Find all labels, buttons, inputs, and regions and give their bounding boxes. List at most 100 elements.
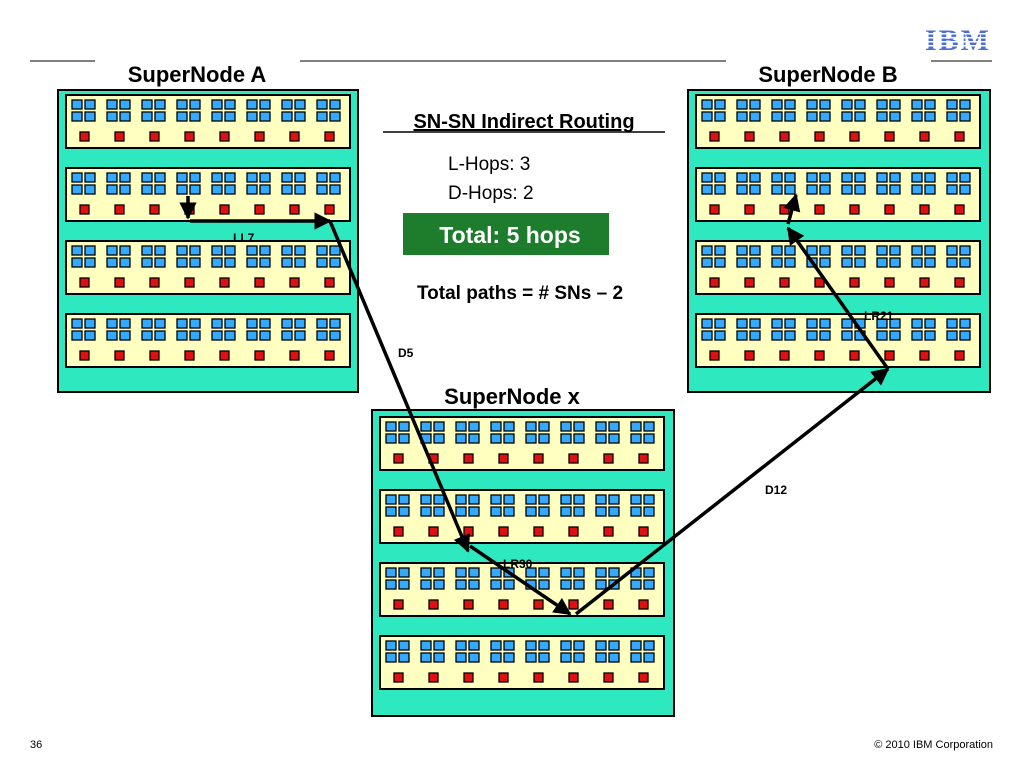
chip-port — [246, 330, 258, 341]
chip-port — [876, 245, 888, 256]
chip-port — [281, 99, 293, 110]
router-port — [393, 453, 404, 464]
link-labels: LL7 D5 LR30 D12 LR21 — [233, 231, 894, 571]
chip-port — [841, 184, 853, 195]
chip-port — [224, 184, 236, 195]
chip — [595, 640, 620, 683]
chip-port — [329, 330, 341, 341]
router-port — [254, 350, 265, 361]
chip-port — [784, 172, 796, 183]
supernode-x-drawers — [379, 416, 665, 690]
router-port — [779, 350, 790, 361]
chip-port — [560, 567, 572, 578]
chip-port — [455, 506, 467, 517]
chip-port — [71, 318, 83, 329]
chip-port — [819, 330, 831, 341]
chip — [176, 245, 201, 288]
chip-port — [211, 111, 223, 122]
chip-port — [806, 318, 818, 329]
router-port — [219, 277, 230, 288]
chip-port — [176, 245, 188, 256]
chip-port — [490, 652, 502, 663]
total-hops-badge — [403, 213, 609, 255]
chip-port — [106, 99, 118, 110]
chip-port — [630, 433, 642, 444]
router-port — [884, 204, 895, 215]
chip-port — [490, 579, 502, 590]
chip-port — [224, 245, 236, 256]
chip-port — [714, 245, 726, 256]
chip — [141, 318, 166, 361]
chip — [771, 99, 796, 142]
router-port — [79, 204, 90, 215]
chip-port — [246, 245, 258, 256]
chip — [876, 172, 901, 215]
router-port — [919, 204, 930, 215]
chip-port — [385, 567, 397, 578]
chip — [141, 99, 166, 142]
chip-port — [946, 172, 958, 183]
chip-port — [106, 257, 118, 268]
chip-port — [106, 318, 118, 329]
router-port — [954, 131, 965, 142]
router-port — [79, 277, 90, 288]
chip-port — [525, 494, 537, 505]
router-port — [919, 131, 930, 142]
router-port — [744, 204, 755, 215]
chip — [946, 172, 971, 215]
chip-port — [141, 245, 153, 256]
chip-port — [141, 184, 153, 195]
chip-port — [385, 640, 397, 651]
chip-port — [433, 640, 445, 651]
router-port — [463, 526, 474, 537]
router-port — [779, 277, 790, 288]
chip-port — [573, 640, 585, 651]
chip-port — [701, 184, 713, 195]
chip — [876, 99, 901, 142]
chip-port — [924, 330, 936, 341]
chip — [281, 172, 306, 215]
chip — [455, 421, 480, 464]
chip-port — [154, 245, 166, 256]
chip-port — [630, 652, 642, 663]
chip — [946, 245, 971, 288]
chip-port — [398, 567, 410, 578]
chip-port — [154, 257, 166, 268]
chip-port — [538, 567, 550, 578]
chip — [385, 640, 410, 683]
router-port — [254, 204, 265, 215]
chip-port — [806, 330, 818, 341]
chip-port — [749, 184, 761, 195]
chip-port — [701, 245, 713, 256]
chip-port — [294, 184, 306, 195]
chip-port — [433, 567, 445, 578]
chip-port — [911, 257, 923, 268]
chip-port — [608, 494, 620, 505]
chip-port — [771, 245, 783, 256]
router-port — [603, 453, 614, 464]
chip — [385, 421, 410, 464]
chip-port — [819, 99, 831, 110]
router-port — [954, 350, 965, 361]
chip-port — [316, 318, 328, 329]
chip-port — [560, 652, 572, 663]
router-port — [884, 350, 895, 361]
chip — [246, 99, 271, 142]
supernode-b-title: SuperNode B — [758, 62, 897, 87]
drawer — [695, 167, 981, 222]
chip — [736, 318, 761, 361]
chip — [316, 99, 341, 142]
chip-port — [385, 494, 397, 505]
chip-port — [468, 494, 480, 505]
chip-port — [911, 111, 923, 122]
chip-port — [141, 111, 153, 122]
chip-port — [841, 111, 853, 122]
chip-port — [259, 172, 271, 183]
chip — [211, 99, 236, 142]
chip-port — [573, 579, 585, 590]
drawer — [695, 240, 981, 295]
chip — [316, 245, 341, 288]
chip-port — [329, 245, 341, 256]
chip-port — [329, 257, 341, 268]
